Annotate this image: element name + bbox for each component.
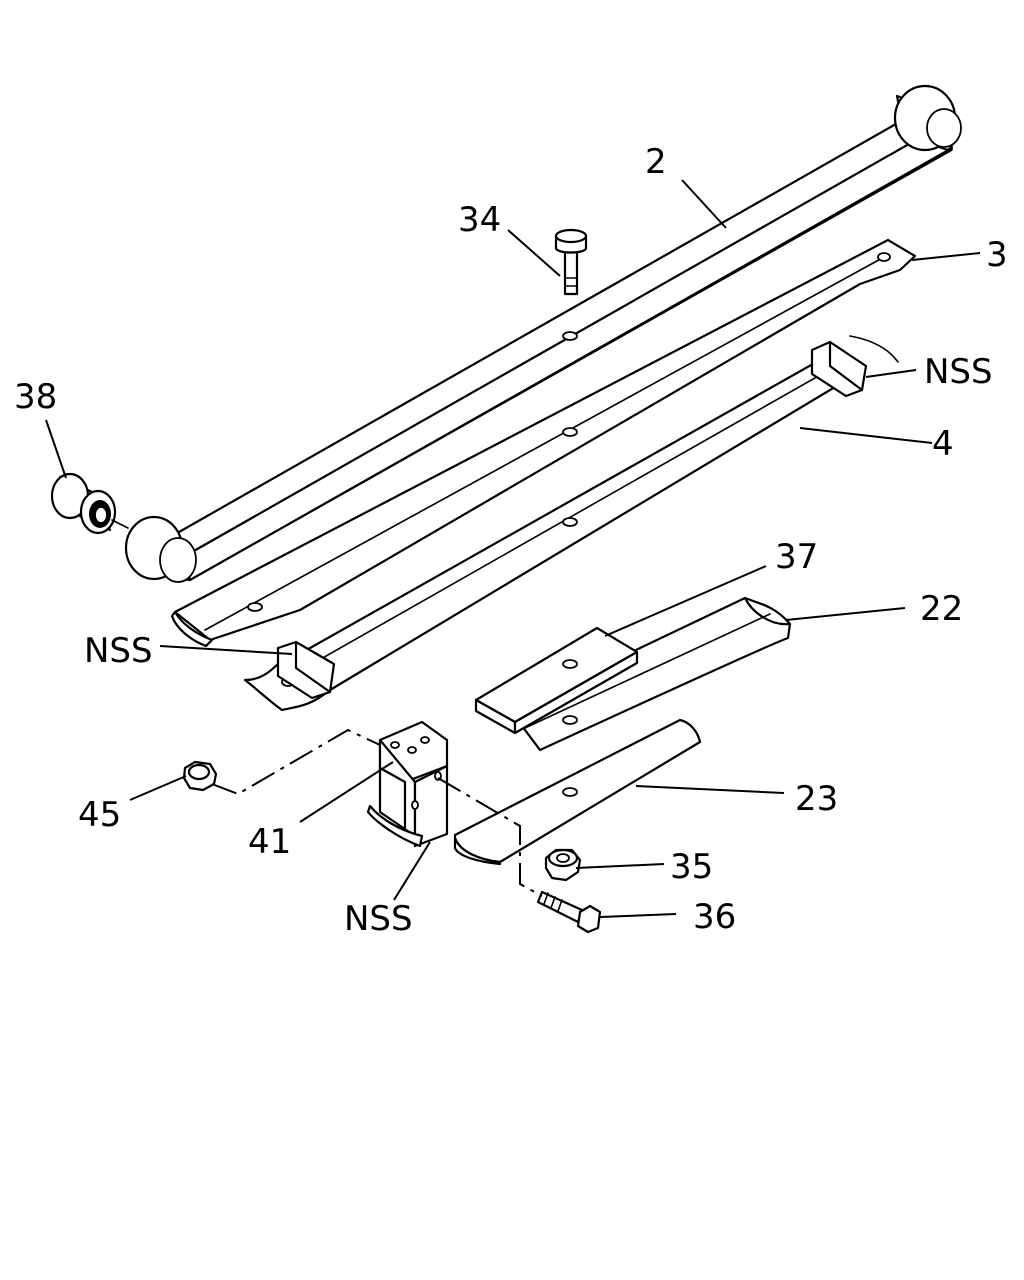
lower-leaf-part-22	[508, 596, 792, 752]
callout-22: 22	[920, 589, 963, 629]
callout-36: 36	[693, 897, 736, 937]
centerline-bolt-36	[437, 777, 543, 897]
spacer-plate-part-37	[474, 626, 639, 735]
callout-37: 37	[775, 537, 818, 577]
callout-nss-left: NSS	[84, 631, 153, 671]
callout-23: 23	[795, 779, 838, 819]
main-leaf-part-2	[124, 84, 962, 583]
callout-38: 38	[14, 377, 57, 417]
callout-35: 35	[670, 847, 713, 887]
callout-2: 2	[645, 142, 667, 182]
nut-part-45	[182, 760, 218, 792]
callout-nss-bottom: NSS	[344, 899, 413, 939]
leader-lines	[45, 179, 981, 918]
centerline-bushing-38	[111, 519, 129, 529]
second-leaf-part-3	[170, 238, 917, 648]
callout-41: 41	[248, 822, 291, 862]
bushing-part-38	[50, 472, 117, 535]
nut-part-35	[544, 848, 582, 882]
third-leaf-part-4	[243, 335, 899, 712]
bolt-part-36	[536, 890, 602, 934]
bracket-part-41	[366, 720, 449, 848]
callout-4: 4	[932, 424, 954, 464]
callout-34: 34	[458, 200, 501, 240]
callout-45: 45	[78, 795, 121, 835]
callout-nss-right: NSS	[924, 352, 993, 392]
center-bolt-part-34	[554, 228, 588, 296]
callout-3: 3	[986, 235, 1008, 275]
centerline-nut-45	[211, 728, 381, 796]
bottom-leaf-part-23	[453, 718, 702, 866]
